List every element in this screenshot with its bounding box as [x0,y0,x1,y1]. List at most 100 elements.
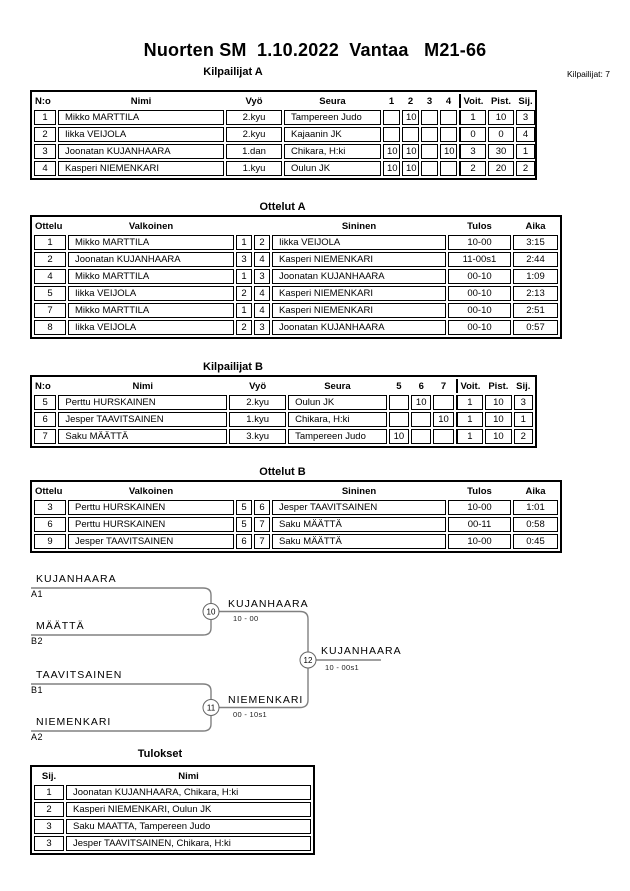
points-cell: 10 [485,395,512,410]
match-no-cell: 1 [34,235,66,250]
belt-cell: 1.kyu [226,161,282,176]
score-cell [411,412,432,427]
white-no-cell: 2 [236,320,252,335]
time-cell: 2:13 [513,286,558,301]
time-cell: 0:45 [513,534,558,549]
white-no-cell: 3 [236,252,252,267]
white-name-cell: Mikko MARTTILA [68,235,234,250]
name-cell: Jesper TAAVITSAINEN [58,412,228,427]
table-row: 3 Jesper TAAVITSAINEN, Chikara, H:ki [34,836,311,851]
no-cell: 6 [34,412,57,427]
col-header: Nimi [130,95,152,107]
table-header-row: N:o Nimi Vyö Seura 1 2 3 4 Voit. Pist. S… [34,94,535,108]
result-cell: 00-10 [448,286,511,301]
table-row: 2 Joonatan KUJANHAARA 3 4 Kasperi NIEMEN… [34,252,558,267]
blue-name-cell: Joonatan KUJANHAARA [272,269,446,284]
bracket-seed: B2 [31,636,44,646]
match-no-cell: 4 [34,269,66,284]
col-header: Ottelu [35,485,63,497]
time-cell: 0:57 [513,320,558,335]
white-name-cell: Joonatan KUJANHAARA [68,252,234,267]
score-cell: 10 [440,144,457,159]
white-name-cell: Perttu HURSKAINEN [68,517,234,532]
wins-cell: 0 [459,127,486,142]
table-row: 7 Mikko MARTTILA 1 4 Kasperi NIEMENKARI … [34,303,558,318]
blue-no-cell: 6 [254,500,270,515]
competitors-count: Kilpailijat: 7 [567,69,610,79]
name-cell: Saku MÄÄTTÄ [58,429,228,444]
blue-no-cell: 7 [254,534,270,549]
match-circle [202,603,220,620]
no-cell: 7 [34,429,57,444]
table-row: 6 Perttu HURSKAINEN 5 7 Saku MÄÄTTÄ 00-1… [34,517,558,532]
name-cell: Joonatan KUJANHAARA, Chikara, H:ki [66,785,311,800]
wins-cell: 2 [459,161,486,176]
result-cell: 00-10 [448,269,511,284]
match-circle [299,651,317,669]
place-cell: 1 [34,785,64,800]
bracket-winner: KUJANHAARA [228,598,309,610]
belt-cell: 1.kyu [229,412,287,427]
white-no-cell: 1 [236,303,252,318]
bracket-winner: KUJANHAARA [321,645,402,657]
white-name-cell: Iikka VEIJOLA [68,320,234,335]
bracket-line [219,610,309,652]
match-no-cell: 7 [34,303,66,318]
bracket-line [31,587,212,603]
table-header-row: Ottelu Valkoinen Sininen Tulos Aika [34,219,558,233]
name-cell: Perttu HURSKAINEN [58,395,228,410]
match-number: 12 [304,656,313,665]
col-header: Seura [319,95,346,107]
time-cell: 2:44 [513,252,558,267]
score-cell [421,127,438,142]
white-no-cell: 5 [236,500,252,515]
place-cell: 1 [516,144,535,159]
points-cell: 10 [485,412,512,427]
name-cell: Kasperi NIEMENKARI, Oulun JK [66,802,311,817]
wins-cell: 1 [455,395,484,410]
table-row: 8 Iikka VEIJOLA 2 3 Joonatan KUJANHAARA … [34,320,558,335]
col-header: Aika [525,220,546,232]
bracket-seed: A1 [31,589,44,599]
blue-no-cell: 3 [254,269,270,284]
place-cell: 2 [34,802,64,817]
kilpailijat-b-table: N:o Nimi Vyö Seura 5 6 7 Voit. Pist. Sij… [30,375,537,448]
no-cell: 1 [34,110,56,125]
white-no-cell: 6 [236,534,252,549]
kilpailijat-a-table: N:o Nimi Vyö Seura 1 2 3 4 Voit. Pist. S… [30,90,537,180]
bracket-line [31,620,212,636]
match-no-cell: 3 [34,500,66,515]
table-row: 2 Iikka VEIJOLA 2.kyu Kajaanin JK 0 0 4 [34,127,535,142]
col-header: Valkoinen [128,220,174,232]
club-cell: Oulun JK [284,161,381,176]
white-no-cell: 2 [236,286,252,301]
belt-cell: 1.dan [226,144,282,159]
wins-cell: 3 [459,144,486,159]
table-row: 1 Mikko MARTTILA 2.kyu Tampereen Judo 10… [34,110,535,125]
col-header: Valkoinen [128,485,174,497]
white-no-cell: 5 [236,517,252,532]
col-header: Sininen [341,485,377,497]
col-header: 4 [445,95,452,107]
score-cell [402,127,419,142]
match-circle [202,699,220,716]
result-cell: 10-00 [448,500,511,515]
col-header: Voit. [459,94,486,108]
white-no-cell: 1 [236,269,252,284]
table-row: 4 Kasperi NIEMENKARI 1.kyu Oulun JK 10 1… [34,161,535,176]
result-cell: 00-11 [448,517,511,532]
result-cell: 00-10 [448,303,511,318]
no-cell: 3 [34,144,56,159]
name-cell: Mikko MARTTILA [58,110,224,125]
match-no-cell: 9 [34,534,66,549]
col-header: 2 [407,95,414,107]
col-header: 5 [396,380,402,392]
blue-name-cell: Kasperi NIEMENKARI [272,303,446,318]
table-row: 2 Kasperi NIEMENKARI, Oulun JK [34,802,311,817]
name-cell: Saku MAATTA, Tampereen Judo [66,819,311,834]
bracket-competitor: KUJANHAARA [36,573,117,585]
col-header: Tulos [467,220,492,232]
col-header: 7 [440,380,447,392]
col-header: Nimi [132,380,154,392]
blue-no-cell: 4 [254,303,270,318]
